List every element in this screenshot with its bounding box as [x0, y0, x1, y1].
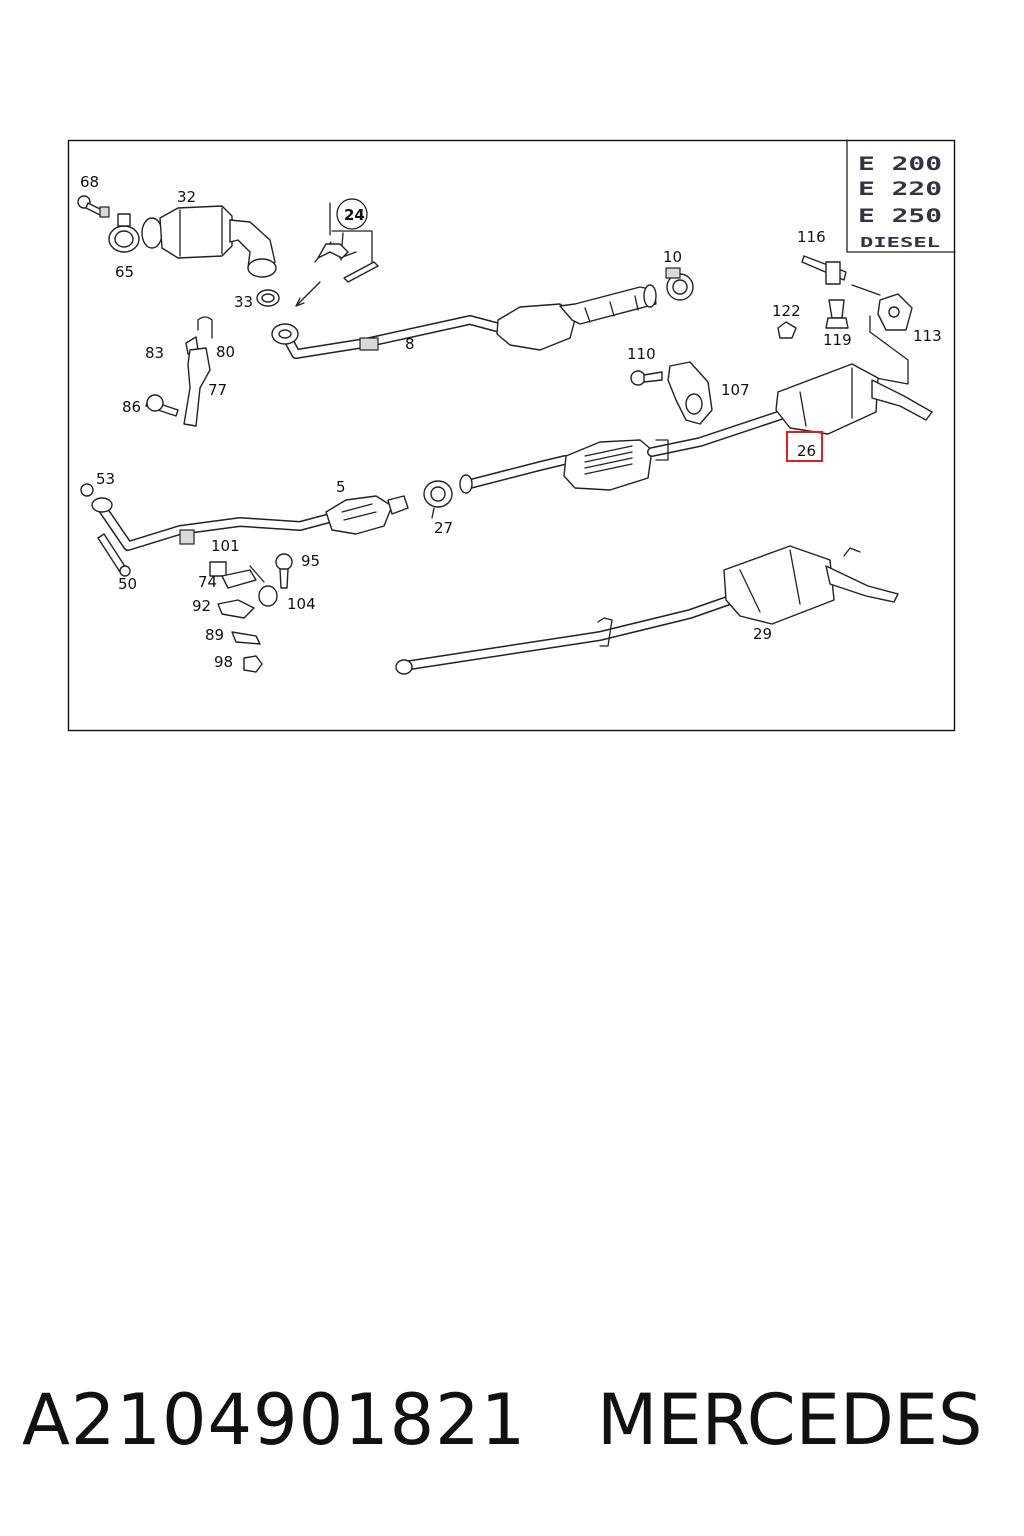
label-104: 104: [287, 595, 316, 613]
catalytic-converter-32: [141, 205, 277, 278]
label-113: 113: [913, 327, 942, 345]
bolt-68: [77, 195, 110, 218]
exhaust-system-diagram: E 200 E 220 E 250 DIESEL 68 32 65 33 24: [67, 139, 956, 732]
bracket-kit-24: [295, 202, 379, 307]
clamp-10: [665, 267, 694, 301]
hanger-group-116: [777, 255, 913, 385]
label-68: 68: [80, 173, 99, 191]
middle-pipe-assembly: [459, 407, 795, 494]
label-24: 24: [344, 206, 365, 224]
label-110: 110: [627, 345, 656, 363]
front-pipe-8: [271, 284, 657, 359]
front-pipe-5: [80, 483, 409, 577]
label-83: 83: [145, 344, 164, 362]
label-107: 107: [721, 381, 750, 399]
model-badge-line-2: E 220: [858, 178, 942, 200]
highlight-box-26[interactable]: [786, 431, 823, 462]
model-badge-line-4: DIESEL: [860, 236, 940, 251]
rear-section-29: [395, 545, 899, 675]
label-27: 27: [434, 519, 453, 537]
label-5: 5: [336, 478, 346, 496]
small-parts-group: [209, 553, 293, 673]
label-89: 89: [205, 626, 224, 644]
label-80: 80: [216, 343, 235, 361]
label-77: 77: [208, 381, 227, 399]
label-74: 74: [198, 573, 217, 591]
label-122: 122: [772, 302, 801, 320]
label-119: 119: [823, 331, 852, 349]
footer: A2104901821 MERCEDES: [0, 1372, 1024, 1472]
model-badge-line-3: E 250: [858, 205, 942, 227]
rear-muffler-26: [775, 363, 933, 435]
model-badge-line-1: E 200: [858, 153, 942, 175]
label-95: 95: [301, 552, 320, 570]
label-32: 32: [177, 188, 196, 206]
label-101: 101: [211, 537, 240, 555]
label-92: 92: [192, 597, 211, 615]
gasket-33: [256, 289, 280, 307]
label-29: 29: [753, 625, 772, 643]
label-65: 65: [115, 263, 134, 281]
label-53: 53: [96, 470, 115, 488]
bracket-107: [667, 361, 713, 425]
callout-24: [336, 198, 368, 230]
brand-name: MERCEDES: [597, 1379, 983, 1461]
part-number: A2104901821: [22, 1379, 527, 1461]
label-86: 86: [122, 398, 141, 416]
model-badge: E 200 E 220 E 250 DIESEL: [846, 139, 956, 253]
bracket-group-77: [145, 316, 213, 427]
label-50: 50: [118, 575, 137, 593]
label-33: 33: [234, 293, 253, 311]
clamp-65: [108, 213, 140, 253]
label-10: 10: [663, 248, 682, 266]
bolt-110: [630, 370, 663, 386]
clamp-27: [423, 480, 453, 519]
label-26: 26: [797, 442, 816, 460]
label-98: 98: [214, 653, 233, 671]
label-8: 8: [405, 335, 415, 353]
label-116: 116: [797, 228, 826, 246]
